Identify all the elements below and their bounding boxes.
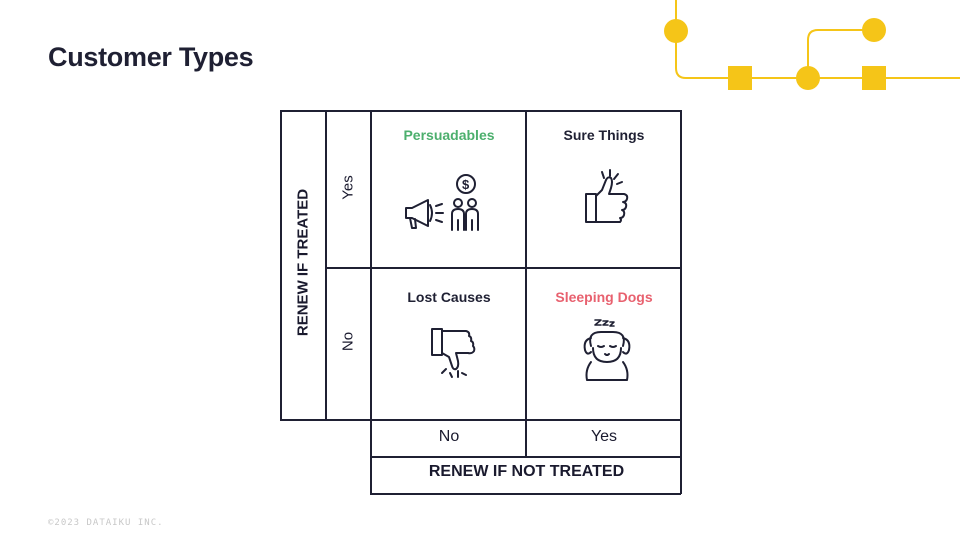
copyright-footer: ©2023 DATAIKU INC. <box>48 518 164 528</box>
svg-text:$: $ <box>462 177 470 192</box>
cell-sleeping-dogs-label: Sleeping Dogs <box>555 289 653 305</box>
col-label-no: No <box>438 428 460 445</box>
cell-lost-causes-label: Lost Causes <box>407 289 491 305</box>
col-label-yes: Yes <box>590 428 618 445</box>
thumbs-up-icon <box>585 169 629 223</box>
x-axis-title: RENEW IF NOT TREATED <box>428 463 625 480</box>
row-label-no: No <box>339 331 357 352</box>
decorative-network-graphic <box>664 0 960 90</box>
megaphone-people-icon: $ <box>405 174 479 231</box>
cell-sure-things-label: Sure Things <box>563 127 645 143</box>
page-title: Customer Types <box>48 42 254 72</box>
cell-persuadables-label: Persuadables <box>403 127 495 143</box>
thumbs-down-icon <box>431 328 476 378</box>
row-label-yes: Yes <box>339 175 357 200</box>
y-axis-title: RENEW IF TREATED <box>294 188 312 337</box>
sleeping-dog-icon <box>583 319 631 381</box>
